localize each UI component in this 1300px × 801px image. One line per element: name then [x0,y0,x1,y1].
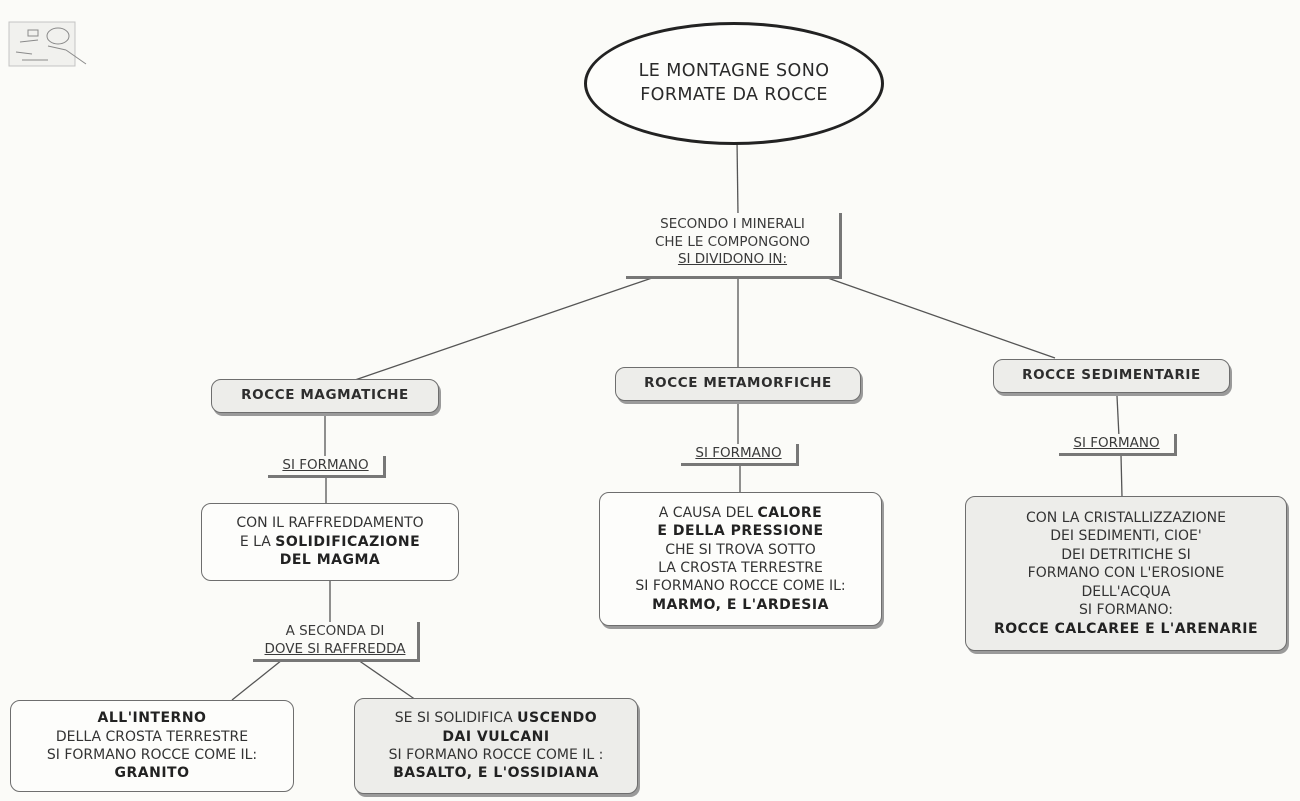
root-title-line1: LE MONTAGNE SONO [638,60,830,81]
thumbnail-sketch-image [8,21,87,67]
metamorfiche-line2: E DELLA PRESSIONE [657,523,824,540]
category-rocce-magmatiche: ROCCE MAGMATICHE [211,379,439,413]
connector-label-secondo: SECONDO I MINERALI CHE LE COMPONGONO SI … [626,213,842,279]
interno-line4: GRANITO [114,765,190,782]
metamorfiche-line3: CHE SI TROVA SOTTO [665,541,816,558]
sedimentarie-line6: SI FORMANO: [1079,602,1173,619]
root-title-line2: FORMATE DA ROCCE [640,84,828,105]
sedimentarie-line3: DEI DETRITICHE SI [1061,546,1191,563]
connector-secondo-to-magmatiche [354,277,653,381]
metamorfiche-line1-bold: CALORE [757,504,823,521]
vulcani-line1: SE SI SOLIDIFICA USCENDO [395,709,597,727]
interno-line2: DELLA CROSTA TERRESTRE [55,728,249,745]
interno-line3: SI FORMANO ROCCE COME IL: [46,747,258,763]
magmatiche-desc-line2-bold: SOLIDIFICAZIONE [275,533,421,550]
metamorfiche-line6: MARMO, E L'ARDESIA [652,596,829,613]
interno-line1: ALL'INTERNO [97,710,207,727]
sedimentarie-description: CON LA CRISTALLIZZAZIONE DEI SEDIMENTI, … [965,496,1287,651]
secondo-line1: SECONDO I MINERALI [660,216,805,232]
link-si-formano-magmatiche: SI FORMANO [268,456,386,478]
magmatiche-desc-line2: E LA SOLIDIFICAZIONE [240,533,420,551]
si-formano-metamorfiche-text: SI FORMANO [695,445,782,461]
metamorfiche-line5: SI FORMANO ROCCE COME IL: [635,578,846,595]
metamorfiche-line1-plain: A CAUSA DEL [658,504,758,521]
sedimentarie-line2: DEI SEDIMENTI, CIOE' [1050,528,1202,545]
category-magmatiche-label: ROCCE MAGMATICHE [241,387,409,404]
category-metamorfiche-label: ROCCE METAMORFICHE [644,375,832,392]
category-rocce-sedimentarie: ROCCE SEDIMENTARIE [993,359,1230,393]
secondo-line2: CHE LE COMPONGONO [654,233,811,250]
vulcani-line4: BASALTO, E L'OSSIDIANA [393,765,599,782]
category-rocce-metamorfiche: ROCCE METAMORFICHE [615,367,861,401]
category-sedimentarie-label: ROCCE SEDIMENTARIE [1022,367,1201,384]
link-a-seconda-di: A SECONDA DI DOVE SI RAFFREDDA [253,622,420,662]
metamorfiche-line4: LA CROSTA TERRESTRE [658,560,823,576]
sedimentarie-line1: CON LA CRISTALLIZZAZIONE [1026,509,1226,526]
connector-seconda-to-interno [231,659,283,701]
connector-root-to-secondo [736,139,739,216]
vulcani-description: SE SI SOLIDIFICA USCENDO DAI VULCANI SI … [354,698,638,794]
magmatiche-desc-line3: DEL MAGMA [279,552,381,569]
vulcani-line2: DAI VULCANI [442,728,550,745]
si-formano-magmatiche-text: SI FORMANO [282,457,369,473]
link-si-formano-sedimentarie: SI FORMANO [1059,434,1177,456]
sedimentarie-line7: ROCCE CALCAREE E L'ARENARIE [993,620,1259,637]
secondo-line3: SI DIVIDONO IN: [677,251,788,268]
seconda-line1: A SECONDA DI [285,623,385,639]
vulcani-line1-bold: USCENDO [517,710,598,727]
connector-secondo-to-sedimentarie [821,275,1056,359]
metamorfiche-line1: A CAUSA DEL CALORE [659,504,822,522]
magmatiche-desc-line2-plain: E LA [239,533,276,550]
sedimentarie-line4: FORMANO CON L'EROSIONE [1027,565,1225,582]
interno-description: ALL'INTERNO DELLA CROSTA TERRESTRE SI FO… [10,700,294,792]
si-formano-sedimentarie-text: SI FORMANO [1073,435,1160,451]
root-node: LE MONTAGNE SONO FORMATE DA ROCCE [584,22,884,145]
vulcani-line1-plain: SE SI SOLIDIFICA [394,710,518,727]
magmatiche-description: CON IL RAFFREDDAMENTO E LA SOLIDIFICAZIO… [201,503,459,581]
seconda-line2: DOVE SI RAFFREDDA [264,640,406,657]
magmatiche-desc-line1: CON IL RAFFREDDAMENTO [236,515,424,532]
connector-siformano-to-sedimentarie-desc [1120,454,1123,498]
metamorfiche-description: A CAUSA DEL CALORE E DELLA PRESSIONE CHE… [599,492,882,626]
connector-sedimentarie-to-siformano [1116,395,1120,438]
sedimentarie-line5: DELL'ACQUA [1081,583,1171,600]
connector-seconda-to-vulcani [357,659,417,701]
link-si-formano-metamorfiche: SI FORMANO [681,444,799,466]
vulcani-line3: SI FORMANO ROCCE COME IL : [388,747,604,763]
